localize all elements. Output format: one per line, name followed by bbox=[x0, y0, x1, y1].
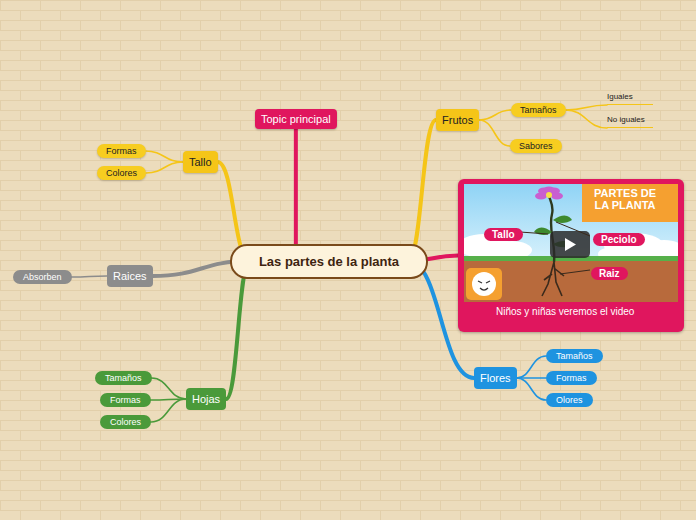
topic-box: Formas bbox=[97, 144, 146, 158]
topic-text: Flores bbox=[480, 372, 511, 384]
topic-text: No iguales bbox=[607, 115, 653, 124]
branch-connector bbox=[566, 110, 607, 128]
topic-box: Tallo bbox=[183, 151, 218, 173]
topic-text: Colores bbox=[106, 168, 137, 178]
branch-connector bbox=[517, 378, 546, 400]
topic-text: Frutos bbox=[442, 114, 473, 126]
topic-text: Las partes de la planta bbox=[254, 254, 404, 269]
topic-text: Formas bbox=[106, 146, 137, 156]
topic-text: Tallo bbox=[189, 156, 212, 168]
topic-box: Absorben bbox=[13, 270, 72, 284]
topic-box: Olores bbox=[546, 393, 593, 407]
branch-connector bbox=[408, 120, 436, 261]
topic-box: Hojas bbox=[186, 388, 226, 410]
part-label: Tallo bbox=[484, 228, 523, 241]
part-label: Raiz bbox=[591, 267, 628, 280]
topic-box: Iguales bbox=[607, 91, 653, 105]
topic-box: Flores bbox=[474, 367, 517, 389]
topic-box: Colores bbox=[100, 415, 151, 429]
branch-connector bbox=[517, 356, 546, 378]
topic-box: Raices bbox=[107, 265, 153, 287]
branch-connector bbox=[146, 151, 183, 162]
topic-text: Topic principal bbox=[261, 113, 331, 125]
branch-connector bbox=[151, 399, 186, 422]
topic-text: Tamaños bbox=[105, 373, 142, 383]
central-topic: Las partes de la planta bbox=[230, 244, 428, 279]
topic-text: Niños y niñas veremos el video bbox=[496, 306, 646, 317]
topic-text: Formas bbox=[556, 373, 587, 383]
topic-box: Colores bbox=[97, 166, 146, 180]
branch-connector bbox=[294, 129, 298, 244]
topic-text: Hojas bbox=[192, 393, 220, 405]
topic-text: Absorben bbox=[23, 272, 62, 282]
topic-box: Sabores bbox=[510, 139, 562, 153]
topic-text: Formas bbox=[110, 395, 141, 405]
topic-text: Sabores bbox=[519, 141, 553, 151]
part-label: Peciolo bbox=[593, 233, 645, 246]
branch-connector bbox=[479, 120, 510, 146]
branch-connector bbox=[566, 105, 607, 110]
topic-box: Tamaños bbox=[95, 371, 152, 385]
branch-connector bbox=[479, 110, 511, 120]
topic-text: Iguales bbox=[607, 92, 653, 101]
topic-box: Tamaños bbox=[546, 349, 603, 363]
topic-box: Tamaños bbox=[511, 103, 566, 117]
topic-box: Frutos bbox=[436, 109, 479, 131]
topic-text: Colores bbox=[110, 417, 141, 427]
topic-text: Tamaños bbox=[556, 351, 593, 361]
topic-box: Topic principal bbox=[255, 109, 337, 129]
branch-connector bbox=[152, 378, 186, 399]
branch-connector bbox=[146, 162, 183, 173]
topic-box: Formas bbox=[546, 371, 597, 385]
topic-text: Tamaños bbox=[520, 105, 557, 115]
topic-text: Olores bbox=[556, 395, 583, 405]
topic-text: Raices bbox=[113, 270, 147, 282]
topic-box: Formas bbox=[100, 393, 151, 407]
branch-connector bbox=[72, 276, 107, 277]
branch-connector bbox=[226, 261, 250, 399]
video-title: PARTES DE LA PLANTA bbox=[590, 187, 660, 211]
topic-box: No iguales bbox=[607, 114, 653, 128]
video-card: Niños y niñas veremos el video PARTES DE … bbox=[458, 179, 684, 332]
